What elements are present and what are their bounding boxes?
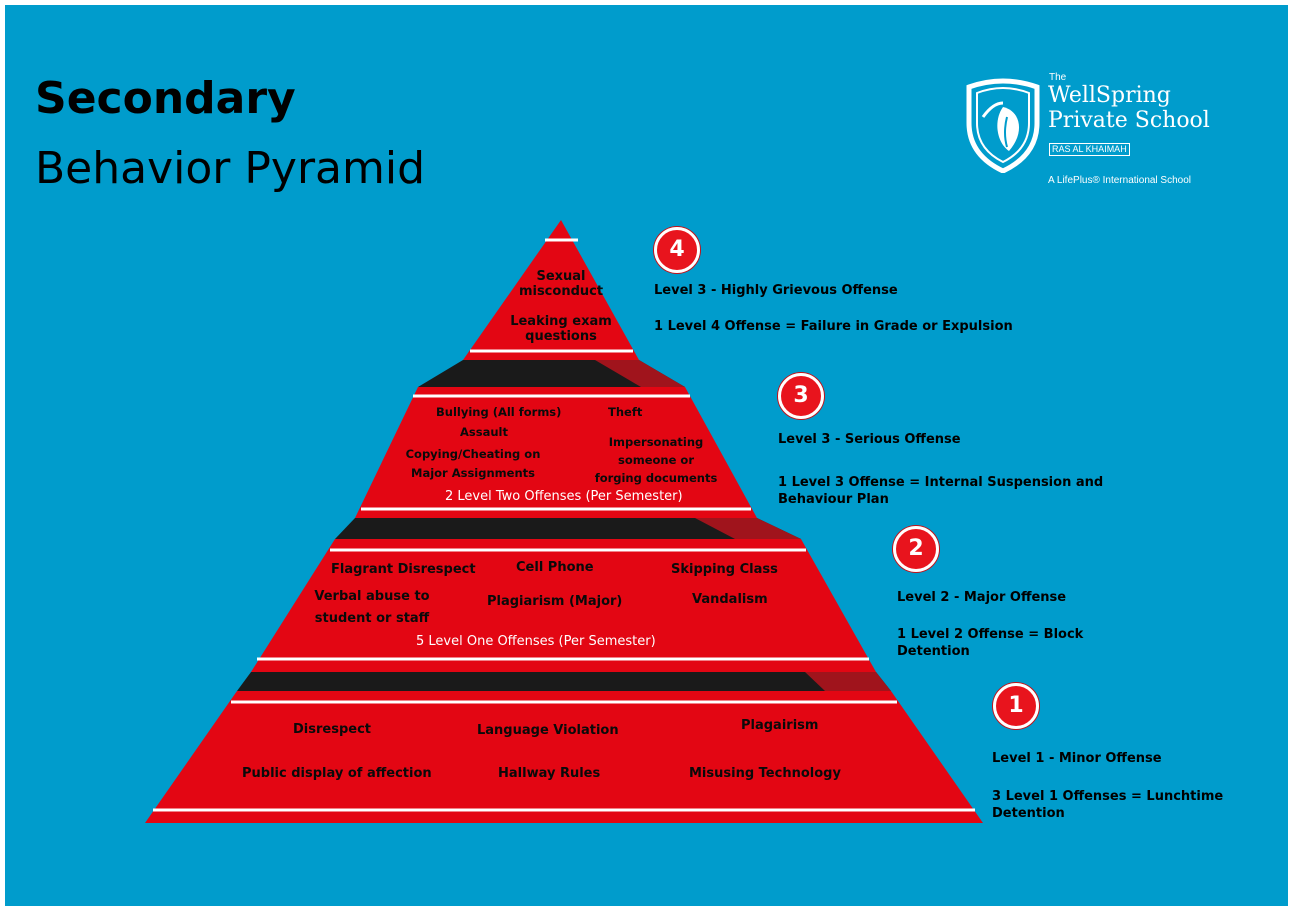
tier-2-offense: Vandalism bbox=[692, 592, 768, 607]
tier-3-shape bbox=[355, 387, 757, 518]
tier-1-offense: Misusing Technology bbox=[689, 766, 841, 781]
tier-2-offense: Cell Phone bbox=[516, 560, 594, 575]
level-3-consequence: 1 Level 3 Offense = Internal Suspension … bbox=[778, 475, 1104, 507]
tier-3-offense: Impersonating someone or forging documen… bbox=[594, 435, 718, 485]
tier-2-offense: Skipping Class bbox=[671, 562, 778, 577]
tier-4-offense: Leaking exam questions bbox=[510, 314, 612, 344]
school-crest-icon bbox=[966, 78, 1040, 173]
tier-2-escalation: 5 Level One Offenses (Per Semester) bbox=[416, 634, 656, 649]
level-1-label: Level 1 - Minor Offense bbox=[992, 751, 1162, 766]
logo-tagline: A LifePlus® International School bbox=[1048, 175, 1192, 186]
tier-2-offense: Flagrant Disrespect bbox=[331, 562, 476, 577]
tier-1-offense: Public display of affection bbox=[242, 766, 432, 781]
level-3-badge: 3 bbox=[778, 373, 824, 419]
tier-3-escalation: 2 Level Two Offenses (Per Semester) bbox=[445, 489, 683, 504]
level-2-badge: 2 bbox=[893, 526, 939, 572]
band-2-1-shade bbox=[805, 672, 891, 691]
level-2-label: Level 2 - Major Offense bbox=[897, 590, 1067, 605]
logo-name-line-1: WellSpring bbox=[1048, 83, 1171, 108]
poster: Secondary Behavior Pyramid The WellSprin… bbox=[5, 5, 1288, 906]
tier-3-offense: Theft bbox=[608, 405, 643, 419]
title-line-2: Behavior Pyramid bbox=[35, 143, 426, 194]
tier-1-offense: Disrespect bbox=[293, 722, 371, 737]
level-3-label: Level 3 - Serious Offense bbox=[778, 432, 961, 447]
logo-location: RAS AL KHAIMAH bbox=[1049, 143, 1130, 156]
tier-1-offense: Hallway Rules bbox=[498, 766, 601, 781]
tier-2-shape bbox=[251, 539, 876, 672]
band-3-2 bbox=[335, 518, 801, 539]
title-line-1: Secondary bbox=[35, 73, 296, 124]
tier-3-offense: Assault bbox=[460, 425, 508, 439]
tier-2-offense: Plagiarism (Major) bbox=[487, 594, 623, 609]
tier-1-offense: Plagairism bbox=[741, 718, 819, 733]
band-3-2-shade bbox=[695, 518, 801, 539]
level-4-consequence: 1 Level 4 Offense = Failure in Grade or … bbox=[654, 319, 1013, 334]
level-1-consequence: 3 Level 1 Offenses = Lunchtime Detention bbox=[992, 789, 1224, 821]
tier-2-offense: Verbal abuse to student or staff bbox=[314, 589, 430, 626]
tier-3-offense: Bullying (All forms) bbox=[436, 405, 562, 419]
tier-4-offense: Sexual misconduct bbox=[518, 269, 604, 299]
level-1-badge: 1 bbox=[993, 683, 1039, 729]
tier-3-offense: Copying/Cheating on Major Assignments bbox=[405, 447, 541, 480]
band-4-3-shade bbox=[595, 360, 685, 387]
level-4-badge: 4 bbox=[654, 227, 700, 273]
logo-name-line-2: Private School bbox=[1048, 108, 1210, 133]
level-2-consequence: 1 Level 2 Offense = Block Detention bbox=[897, 627, 1084, 659]
tier-4-shape bbox=[463, 220, 639, 360]
logo-the: The bbox=[1049, 72, 1067, 83]
level-4-label: Level 3 - Highly Grievous Offense bbox=[654, 283, 898, 298]
band-2-1 bbox=[237, 672, 891, 691]
tier-1-shape bbox=[145, 691, 983, 823]
pyramid bbox=[145, 220, 983, 823]
tier-1-offense: Language Violation bbox=[477, 723, 619, 738]
